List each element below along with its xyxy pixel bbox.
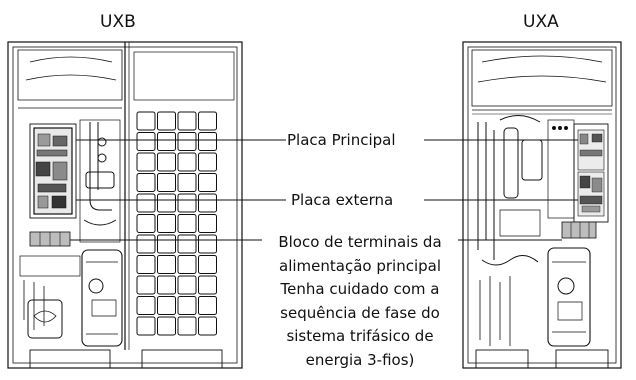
terminal-note-line: alimentação principal — [279, 256, 441, 275]
terminal-note-line: Tenha cuidado com a — [280, 280, 440, 299]
grille-cell — [198, 275, 217, 295]
grille-cell — [157, 173, 176, 192]
grille-cell — [157, 193, 176, 213]
grille-cell — [177, 275, 197, 295]
main-board-label: Placa Principal — [287, 131, 396, 149]
grille-cell — [198, 234, 217, 254]
grille-cell — [157, 214, 176, 233]
uxb-piping — [19, 119, 123, 347]
grille-cell — [136, 111, 156, 131]
grille-cell — [177, 234, 197, 254]
terminal-note-line: Bloco de terminais da — [278, 233, 442, 251]
grille-cell — [177, 152, 197, 172]
grille-cell — [136, 234, 156, 254]
grille-cell — [136, 132, 156, 151]
uxb-title: UXB — [100, 12, 136, 32]
grille-cell — [136, 152, 156, 172]
grille-cell — [177, 193, 197, 213]
terminal-note-line: energia 3-fios) — [305, 350, 415, 369]
uxa-unit-outline — [462, 41, 622, 369]
uxb-main-board — [29, 123, 77, 219]
grille-cell — [198, 296, 217, 315]
grille-cell — [177, 214, 197, 233]
grille-cell — [157, 275, 176, 295]
grille-cell — [198, 214, 217, 233]
grille-cell — [177, 316, 197, 336]
grille-cell — [198, 152, 217, 172]
uxa-title: UXA — [523, 12, 559, 32]
grille-cell — [157, 296, 176, 315]
grille-cell — [177, 132, 197, 151]
uxa-piping — [477, 115, 597, 347]
grille-cell — [136, 316, 156, 336]
grille-cell — [157, 152, 176, 172]
grille-cell — [198, 111, 217, 131]
grille-cell — [177, 255, 197, 274]
grille-cell — [157, 316, 176, 336]
grille-cell — [177, 296, 197, 315]
external-board-label: Placa externa — [291, 191, 394, 209]
grille-cell — [198, 173, 217, 192]
leader-lines — [70, 139, 578, 241]
grille-cell — [198, 255, 217, 274]
grille-cell — [136, 255, 156, 274]
terminal-note-line: sistema trifásico de — [286, 327, 434, 346]
grille-cell — [136, 214, 156, 233]
grille-cell — [198, 193, 217, 213]
grille-cell — [136, 173, 156, 192]
terminal-note-line: sequência de fase do — [280, 303, 440, 322]
grille-cell — [136, 275, 156, 295]
grille-cell — [198, 316, 217, 336]
grille-cell — [157, 132, 176, 151]
uxa-main-board — [573, 123, 609, 223]
grille-cell — [157, 234, 176, 254]
grille-cell — [136, 193, 156, 213]
terminal-block-note: Bloco de terminais da alimentação princi… — [252, 231, 468, 373]
grille-cell — [177, 111, 197, 131]
grille-cell — [177, 173, 197, 192]
grille-cell — [157, 255, 176, 274]
grille-cell — [157, 111, 176, 131]
grille-cell — [198, 132, 217, 151]
uxb-unit-outline — [7, 41, 243, 369]
grille-cell — [136, 296, 156, 315]
uxb-grille-squares — [136, 111, 217, 336]
